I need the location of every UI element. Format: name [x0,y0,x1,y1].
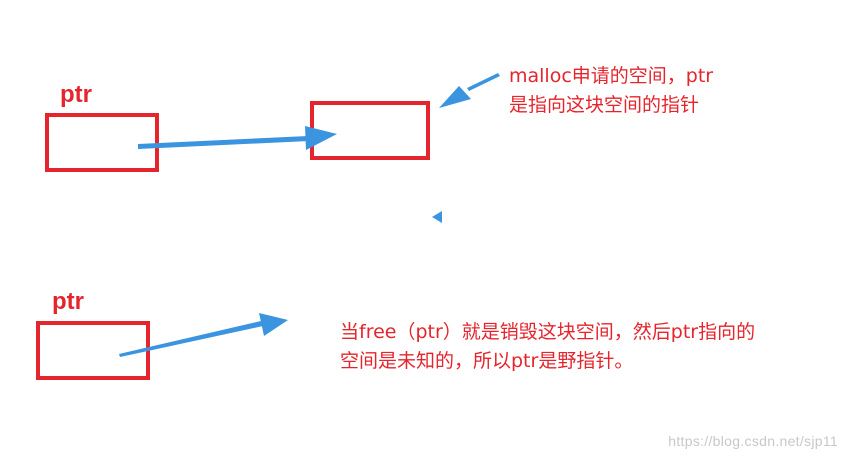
pointer-arrow-bottom [119,313,288,357]
pointer-variable-box-top [45,113,159,172]
bottom-ptr-label: ptr [52,288,84,315]
top-ptr-label: ptr [60,81,92,108]
stray-arrowhead [432,211,442,223]
watermark-url: https://blog.csdn.net/sjp11 [668,433,838,449]
pointer-arrow-top [138,126,337,150]
free-note-line-2: 空间是未知的，所以ptr是野指针。 [340,350,634,372]
malloc-note-line-1: malloc申请的空间，ptr [509,65,714,87]
malloc-note-line-2: 是指向这块空间的指针 [509,94,700,116]
free-note-line-1: 当free（ptr）就是销毁这块空间，然后ptr指向的 [340,321,756,343]
note-arrow [439,73,500,108]
malloc-note: malloc申请的空间，ptr 是指向这块空间的指针 [509,62,713,120]
free-note: 当free（ptr）就是销毁这块空间，然后ptr指向的 空间是未知的，所以ptr… [340,318,755,376]
